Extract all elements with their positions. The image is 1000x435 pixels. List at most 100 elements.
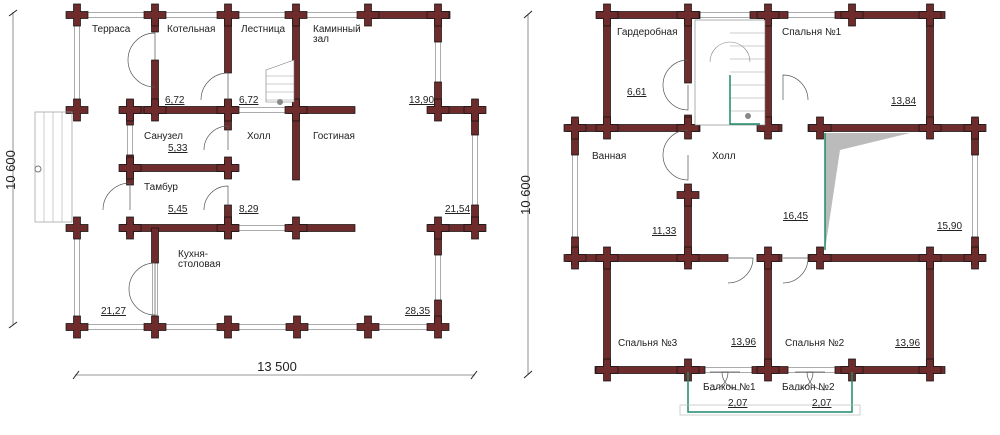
wall-corner (595, 358, 619, 382)
wall-corner (143, 3, 167, 27)
wall (834, 11, 946, 19)
room-label-hall: Холл (247, 131, 271, 142)
wall-corner (595, 3, 619, 27)
room-label-stairs: Лестница (241, 24, 286, 35)
wall-corner (426, 216, 450, 240)
wall-corner (216, 98, 240, 122)
room-label-bedroom-2: Спальня №2 (785, 338, 845, 349)
wall (151, 227, 159, 264)
wall-corner (426, 98, 450, 122)
wall (807, 254, 986, 262)
ground-floor-labels: Терраса Котельная Лестница Каминный зал … (92, 24, 470, 317)
ground-floor-dimensions: 10 600 13 500 (3, 9, 478, 380)
area-hall: 8,29 (239, 204, 259, 215)
area-boiler: 6,72 (165, 95, 185, 106)
wall-corner (840, 3, 864, 27)
door-swing (721, 371, 741, 391)
window (237, 225, 289, 231)
wall-corner (595, 246, 619, 270)
area-wardrobe: 6,61 (627, 87, 647, 98)
wall-corner (963, 116, 987, 140)
staircase (265, 59, 295, 103)
wall-corner (918, 3, 942, 27)
window (237, 107, 289, 113)
wall-corner (284, 216, 308, 240)
wall-corner (285, 315, 309, 339)
wall-corner (143, 315, 167, 339)
wall-corner (808, 246, 832, 270)
area-bath: 11,33 (652, 226, 677, 237)
wall-corner (216, 315, 240, 339)
stair-post (745, 113, 751, 119)
door-swing (128, 262, 156, 290)
area-terrace: 21,27 (101, 306, 126, 317)
wall-corner (65, 216, 89, 240)
porch-stairs (34, 111, 73, 223)
ground-floor-width-dimension: 13 500 (257, 359, 297, 374)
wall-corner (216, 156, 240, 180)
door-swing (203, 125, 229, 151)
wall (594, 366, 706, 374)
door-swing (782, 257, 809, 284)
room-label-fireplace: Каминный (313, 24, 361, 35)
room-label-bedroom-3: Спальня №3 (618, 338, 678, 349)
wall (834, 366, 946, 374)
room-label-bathroom: Санузел (144, 131, 183, 142)
door-swing (662, 129, 689, 181)
wall-corner (963, 246, 987, 270)
wall-corner (426, 315, 450, 339)
room-label-boiler: Котельная (167, 24, 215, 35)
wall-corner (595, 116, 619, 140)
room-label-balcony-1: Балкон №1 (703, 382, 756, 393)
wall-corner (463, 216, 487, 240)
wall-corner (756, 246, 780, 270)
wall-corner (118, 216, 142, 240)
stair-marker (34, 165, 42, 173)
ground-floor-height-dimension: 10 600 (3, 150, 18, 190)
room-label-kitchen-2: столовая (178, 259, 221, 270)
wall-corner (216, 3, 240, 27)
wall (566, 254, 729, 262)
window (699, 12, 751, 18)
wall (764, 14, 772, 131)
area-bathroom: 5,33 (168, 143, 188, 154)
wall-corner (676, 246, 700, 270)
area-upper-hall: 16,45 (783, 211, 808, 222)
stair-shading (825, 133, 910, 250)
window (787, 12, 836, 18)
stair-curve (709, 41, 751, 63)
wall-corner (118, 98, 142, 122)
door-swing (806, 371, 826, 391)
wall (926, 14, 934, 131)
wall-corner (65, 98, 89, 122)
door-swing (200, 72, 229, 101)
wall-corner (840, 358, 864, 382)
balcony-slab (679, 404, 861, 416)
window (74, 227, 80, 328)
area-vestibule: 5,45 (168, 204, 188, 215)
room-label-upper-hall: Холл (712, 151, 736, 162)
stair-post (277, 99, 283, 105)
wall-corner (65, 315, 89, 339)
room-label-vestibule: Тамбур (144, 181, 178, 193)
room-label-wardrobe: Гардеробная (617, 26, 678, 38)
area-bedroom-3: 13,96 (731, 337, 756, 348)
room-label-living: Гостиная (313, 131, 355, 142)
window (74, 14, 80, 111)
wall (603, 14, 611, 131)
wall-corner (756, 3, 780, 27)
upper-floor-dimensions: 10 600 (518, 10, 533, 379)
wall-corner (756, 358, 780, 382)
area-kitchen: 28,35 (405, 306, 430, 317)
wall-corner (676, 116, 700, 140)
door-swing (782, 74, 809, 101)
wall-corner (563, 246, 587, 270)
wall-corner (563, 116, 587, 140)
room-label-balcony-2: Балкон №2 (782, 382, 835, 393)
area-bedroom-1: 13,84 (891, 96, 916, 107)
wall-corner (284, 3, 308, 27)
upper-floor-labels: Гардеробная Спальня №1 Ванная Холл Спаль… (592, 26, 962, 409)
door-swing (102, 182, 131, 211)
wall-corner (676, 3, 700, 27)
area-balcony-2: 2,07 (812, 398, 832, 409)
